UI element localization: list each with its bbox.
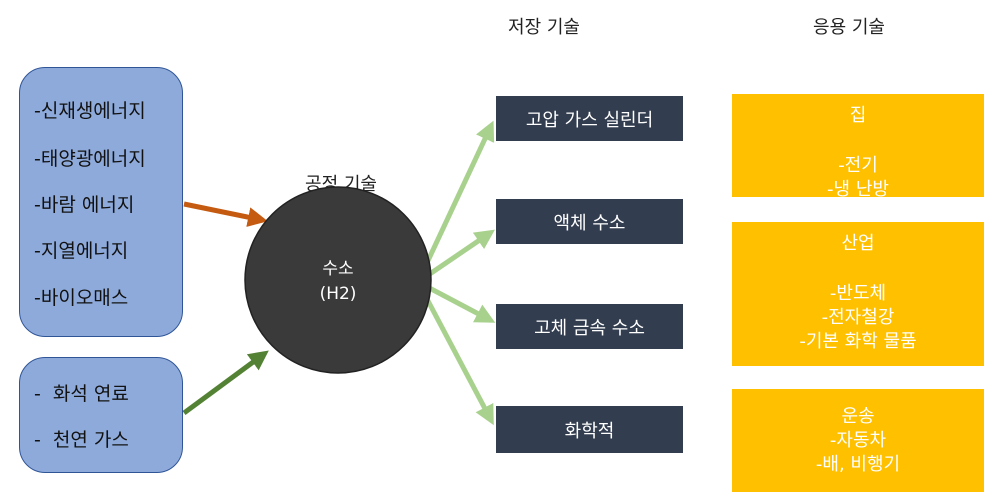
- arrow-hydrogen-to-high-pressure-cylinder: [415, 120, 495, 284]
- application-line: -전자철강: [821, 307, 895, 328]
- application-line: -반도체: [829, 283, 887, 304]
- application-title: 운송: [841, 406, 875, 427]
- hydrogen-hub-circle: [244, 186, 432, 374]
- application-line: -자동차: [829, 430, 887, 451]
- source-item: - 천연 가스: [34, 429, 129, 451]
- application-line: -냉 난방: [827, 179, 889, 200]
- hydrogen-label: 수소: [322, 259, 354, 279]
- source-item: - 화석 연료: [34, 383, 129, 405]
- arrow-renewable-to-hydrogen: [183, 201, 268, 227]
- source-item: -바이오매스: [34, 287, 129, 309]
- application-line: -배, 비행기: [815, 454, 901, 475]
- arrow-hydrogen-to-chemical: [415, 280, 494, 426]
- hydrogen-hub: 수소 (H2): [278, 257, 398, 307]
- application-title: 산업: [841, 233, 875, 254]
- source-item: -바람 에너지: [34, 194, 135, 216]
- renewable-sources-box: -신재생에너지 -태양광에너지 -바람 에너지 -지열에너지 -바이오매스: [19, 67, 183, 337]
- hydrogen-formula: (H2): [319, 284, 357, 304]
- fossil-sources-box: - 화석 연료 - 천연 가스: [19, 357, 183, 473]
- source-item: -신재생에너지: [34, 100, 146, 122]
- application-technology-title: 응용 기술: [813, 17, 885, 38]
- storage-solid-metal-hydrogen: 고체 금속 수소: [496, 304, 683, 349]
- application-line: -전기: [838, 155, 878, 176]
- storage-high-pressure-cylinder: 고압 가스 실린더: [496, 96, 683, 141]
- source-item: -지열에너지: [34, 240, 129, 262]
- source-item: -태양광에너지: [34, 148, 146, 170]
- application-transport: 운송 -자동차 -배, 비행기: [732, 389, 984, 492]
- storage-chemical: 화학적: [496, 406, 683, 453]
- storage-technology-title: 저장 기술: [508, 17, 580, 38]
- application-industry: 산업 -반도체 -전자철강 -기본 화학 물품: [732, 222, 984, 366]
- application-home: 집 -전기 -냉 난방: [732, 94, 984, 200]
- application-line: -기본 화학 물품: [799, 331, 917, 352]
- storage-liquid-hydrogen: 액체 수소: [496, 199, 683, 244]
- application-title: 집: [849, 105, 867, 126]
- arrow-fossil-to-hydrogen: [182, 350, 269, 416]
